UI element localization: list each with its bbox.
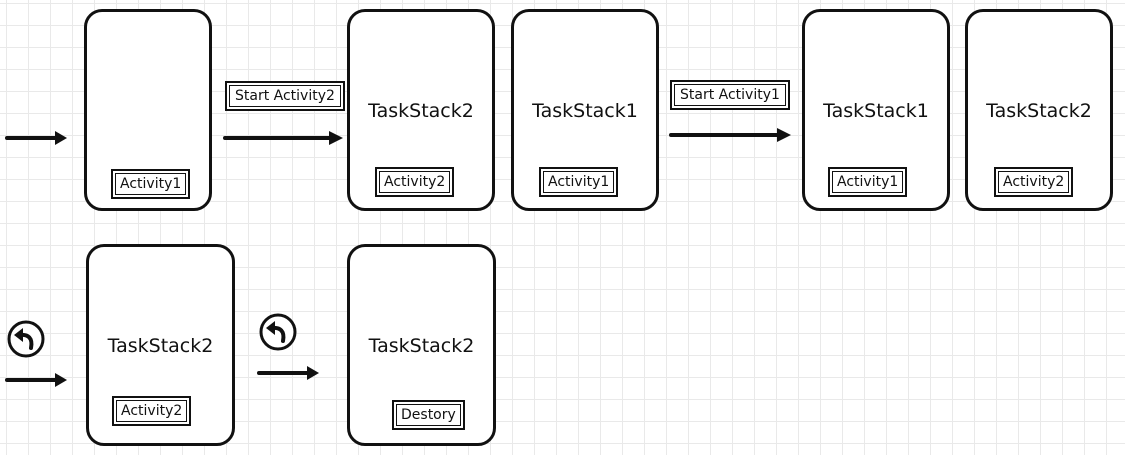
task-stack: TaskStack1 Activity1	[511, 9, 659, 211]
activity-chip: Activity2	[994, 167, 1074, 197]
activity-chip: Destory	[392, 400, 465, 430]
stack-title: TaskStack1	[532, 100, 638, 122]
activity-chip: Activity1	[111, 169, 191, 199]
stack-title: TaskStack2	[368, 335, 475, 357]
right-arrow-icon	[5, 373, 67, 387]
activity-chip: Activity1	[539, 167, 619, 197]
stack-title: TaskStack2	[107, 335, 214, 357]
right-arrow-icon	[5, 131, 67, 145]
activity-chip: Activity1	[828, 167, 908, 197]
stack-title: TaskStack2	[986, 100, 1092, 122]
back-arrow-icon	[7, 320, 45, 358]
task-stack: TaskStack2 Destory	[347, 244, 496, 446]
right-arrow-icon	[669, 128, 791, 142]
task-stack: TaskStack1 Activity1	[802, 9, 950, 211]
task-stack: TaskStack2 Activity2	[347, 9, 495, 211]
start-activity2-label: Start Activity2	[225, 81, 345, 111]
stack-title: TaskStack2	[368, 100, 474, 122]
activity-chip: Activity2	[375, 167, 455, 197]
back-arrow-icon	[259, 313, 297, 351]
start-activity1-label: Start Activity1	[670, 80, 790, 110]
task-stack: TaskStack2 Activity2	[965, 9, 1113, 211]
stack-title: TaskStack1	[823, 100, 929, 122]
activity-chip: Activity2	[112, 396, 192, 426]
task-stack: Activity1	[84, 9, 212, 211]
right-arrow-icon	[257, 366, 319, 380]
task-stack: TaskStack2 Activity2	[86, 244, 235, 446]
right-arrow-icon	[223, 131, 343, 145]
